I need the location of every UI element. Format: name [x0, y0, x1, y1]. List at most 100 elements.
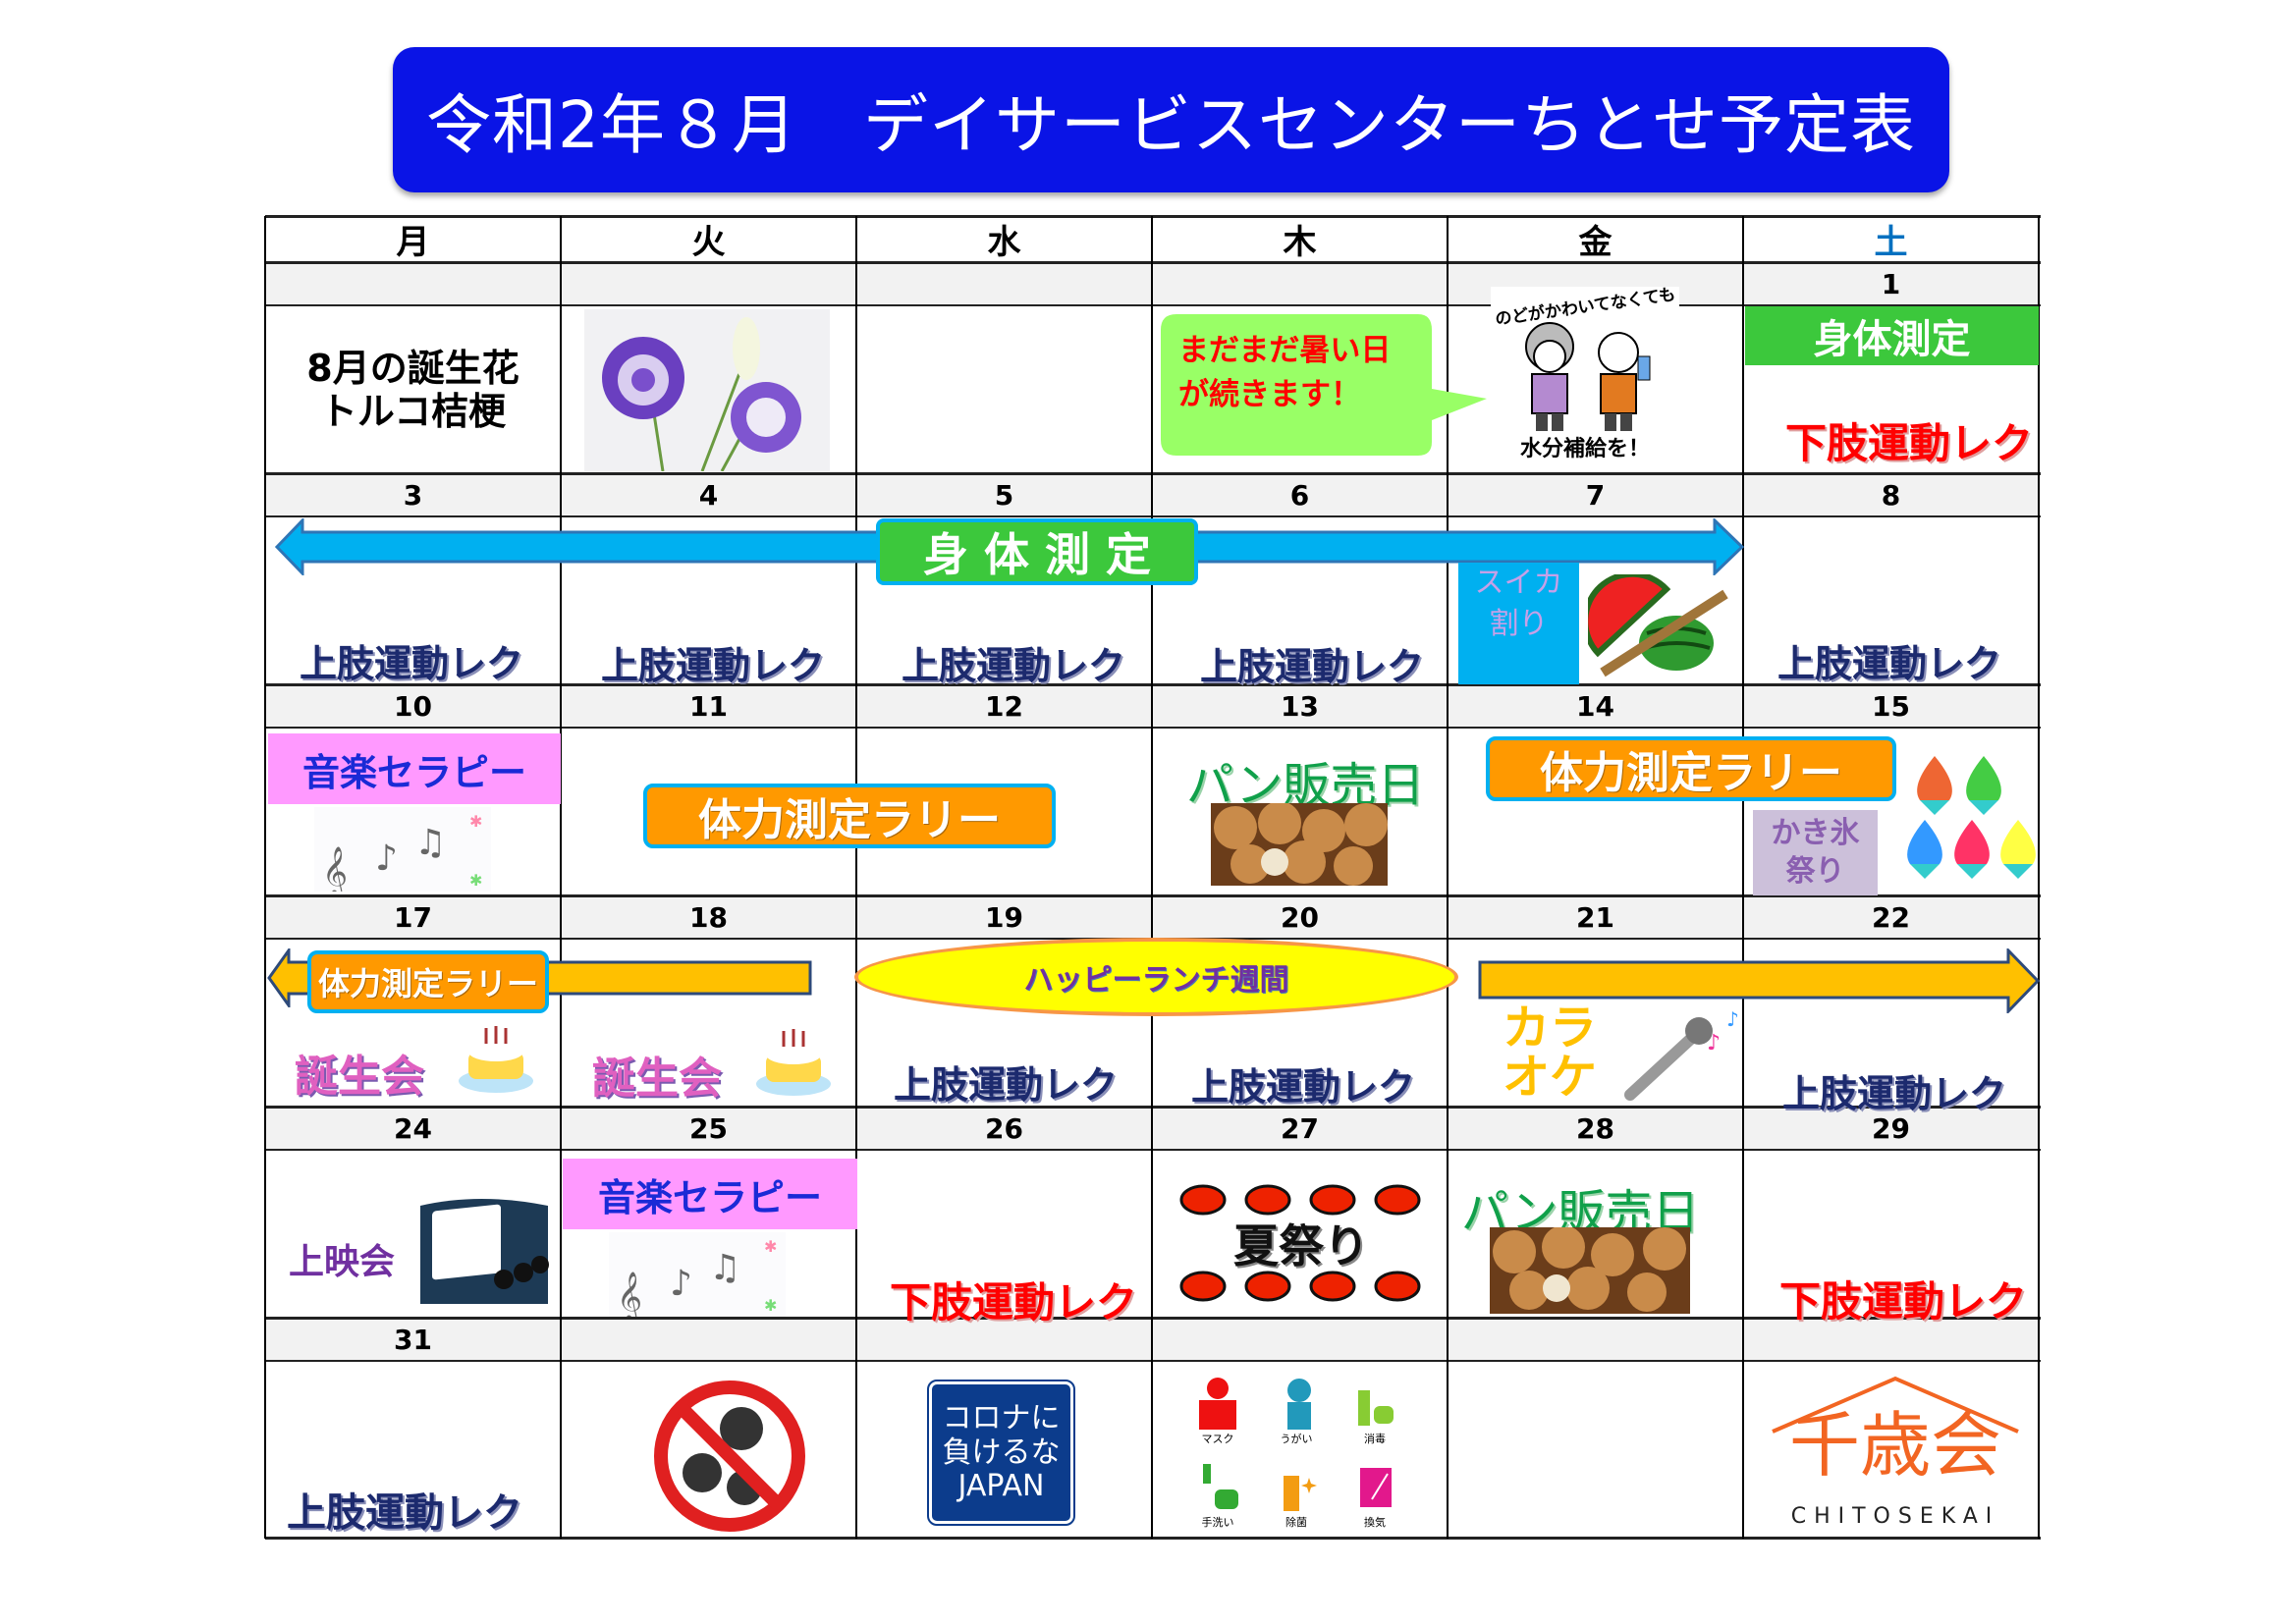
date-cell: 25	[561, 1108, 856, 1150]
svg-text:♪: ♪	[1726, 1007, 1739, 1031]
row-divider	[265, 215, 2041, 218]
date-cell: 22	[1743, 896, 2039, 939]
date-cell: 10	[265, 685, 561, 728]
weekday-header: 金	[1578, 223, 1613, 262]
column-divider	[1151, 216, 1153, 1539]
body-measurement-week-label: 身 体 測 定	[876, 518, 1198, 585]
date-cell: 26	[856, 1108, 1152, 1150]
weekday-header: 水	[987, 223, 1021, 262]
watermelon-split-event: スイカ 割り	[1458, 563, 1579, 684]
date-cell	[1152, 1319, 1448, 1361]
birthday-party-label: 誕生会	[592, 1054, 722, 1104]
corona-logo-line3: JAPAN	[957, 1469, 1045, 1503]
activity-upper-body: 上肢運動レク	[1782, 1072, 2007, 1115]
date-cell: 15	[1743, 685, 2039, 728]
heat-warning-line2: が続きます！	[1178, 376, 1361, 412]
shaved-ice-icons	[1907, 756, 2036, 879]
birth-flower-name: トルコ桔梗	[319, 389, 507, 433]
row-divider	[265, 894, 2041, 897]
svg-text:♪: ♪	[375, 839, 398, 879]
movie-theater-icon	[420, 1199, 549, 1304]
row-divider	[265, 683, 2041, 686]
date-cell	[856, 263, 1152, 305]
date-cell: 18	[561, 896, 856, 939]
music-therapy-label: 音楽セラピー	[563, 1159, 857, 1229]
activity-upper-body: 上肢運動レク	[601, 644, 826, 687]
activity-upper-body: 上肢運動レク	[300, 642, 524, 685]
svg-text:𝄞: 𝄞	[322, 846, 348, 892]
lanterns-icon	[1179, 1184, 1421, 1302]
column-divider	[264, 216, 266, 1539]
svg-text:♫: ♫	[414, 823, 446, 863]
date-cell: 11	[561, 685, 856, 728]
happy-lunch-arrow	[1478, 948, 2040, 1013]
fitness-rally-label: 体力測定ラリー	[307, 950, 549, 1013]
chitosekai-logo-text: CHITOSEKAI	[1790, 1504, 2000, 1529]
watermelon-split-line2: 割り	[1489, 607, 1549, 641]
watermelon-split-line1: スイカ	[1474, 566, 1563, 600]
weekday-header: 木	[1283, 223, 1317, 262]
date-cell: 14	[1448, 685, 1743, 728]
date-row-divider	[265, 515, 2041, 517]
activity-lower-body: 下肢運動レク	[890, 1278, 1138, 1326]
svg-text:𝄞: 𝄞	[617, 1272, 642, 1317]
corona-logo-line2: 負けるな	[942, 1435, 1061, 1470]
shaved-ice-line2: 祭り	[1785, 854, 1845, 889]
watermelon-icon	[1588, 574, 1728, 677]
birthday-cake-icon	[459, 1026, 533, 1093]
weekday-header: 月	[396, 223, 430, 262]
date-row-divider	[265, 1360, 2041, 1362]
hydration-illustration: のどがかわいてなくても 水分補給を！	[1491, 285, 1679, 469]
hygiene-label: 手洗い	[1201, 1516, 1234, 1529]
activity-upper-body: 上肢運動レク	[1777, 642, 2002, 685]
no-coronavirus-icon	[654, 1380, 805, 1532]
birth-flower-title: 8月の誕生花	[306, 346, 519, 390]
date-cell	[856, 1319, 1152, 1361]
date-row-divider	[265, 304, 2041, 306]
date-cell	[265, 263, 561, 305]
svg-text:✱: ✱	[764, 1296, 777, 1315]
date-cell	[1743, 1319, 2039, 1361]
date-cell: 27	[1152, 1108, 1448, 1150]
date-cell: 3	[265, 474, 561, 516]
mask-icon: マスク	[1178, 1370, 1257, 1453]
karaoke-line2: オケ	[1503, 1050, 1598, 1106]
fitness-rally-button: 体力測定ラリー	[643, 784, 1056, 848]
corona-japan-logo: コロナに 負けるな JAPAN	[927, 1380, 1075, 1526]
music-notes-icon: 𝄞♪♫ ✱✱	[314, 807, 491, 892]
svg-text:♫: ♫	[709, 1248, 740, 1288]
date-row-divider	[265, 1149, 2041, 1151]
lisianthus-flower-image	[584, 309, 830, 471]
date-cell: 17	[265, 896, 561, 939]
corona-logo-line1: コロナに	[942, 1401, 1061, 1435]
row-divider	[265, 1317, 2041, 1320]
column-divider	[1742, 216, 1744, 1539]
svg-text:✱: ✱	[469, 871, 482, 890]
date-cell	[1152, 263, 1448, 305]
date-cell	[561, 263, 856, 305]
date-cell: 13	[1152, 685, 1448, 728]
table-bottom-border	[265, 1537, 2041, 1540]
date-cell: 7	[1448, 474, 1743, 516]
date-cell: 8	[1743, 474, 2039, 516]
page-title: 令和2年８月 デイサービスセンターちとせ予定表	[393, 47, 1949, 192]
date-cell: 1	[1743, 263, 2039, 305]
shaved-ice-festival: かき氷 祭り	[1753, 810, 1878, 895]
svg-text:✱: ✱	[764, 1237, 777, 1256]
date-cell: 21	[1448, 896, 1743, 939]
column-divider	[2038, 216, 2040, 1539]
birthday-cake-icon	[756, 1029, 831, 1096]
hygiene-label: 消毒	[1364, 1433, 1386, 1445]
date-cell: 29	[1743, 1108, 2039, 1150]
activity-upper-body: 上肢運動レク	[1191, 1065, 1416, 1109]
date-cell: 20	[1152, 896, 1448, 939]
handwash-icon: 手洗い	[1178, 1453, 1257, 1537]
happy-lunch-week-label: ハッピーランチ週間	[854, 938, 1458, 1016]
karaoke-line1: カラ	[1503, 1001, 1598, 1056]
heat-warning-line1: まだまだ暑い日	[1178, 333, 1392, 368]
row-divider	[265, 472, 2041, 475]
chitosekai-logo-mark	[1772, 1376, 2019, 1434]
date-cell	[1448, 1319, 1743, 1361]
column-divider	[560, 216, 562, 1539]
date-row-divider	[265, 727, 2041, 729]
